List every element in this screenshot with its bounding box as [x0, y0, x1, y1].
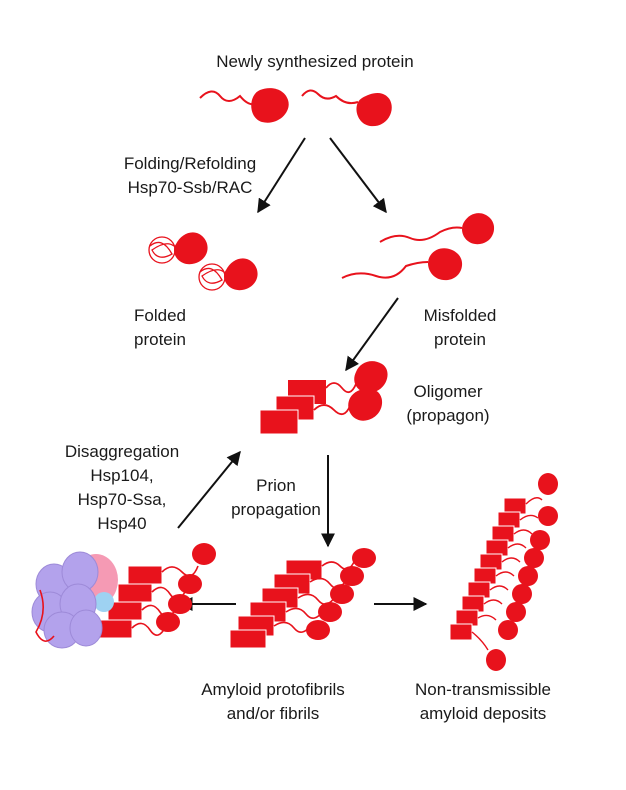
title-text: Newly synthesized protein	[216, 52, 414, 71]
disaggregation-line3: Hsp70-Ssa,	[77, 490, 167, 509]
misfolded-line1: Misfolded	[423, 306, 497, 325]
prion-line1: Prion	[256, 476, 296, 495]
oligomer-label: Oligomer (propagon)	[388, 380, 508, 428]
amyloid-deposits	[449, 473, 558, 671]
oligomer-line2: (propagon)	[406, 406, 490, 425]
disaggregation-line2: Hsp104,	[90, 466, 154, 485]
folded-line1: Folded	[134, 306, 186, 325]
misfolded-line2: protein	[434, 330, 486, 349]
prion-line2: propagation	[231, 500, 321, 519]
misfolded-protein-2	[341, 248, 463, 281]
amyloid-line1: Amyloid protofibrils	[201, 680, 345, 699]
arrow-to-oligomer	[345, 297, 399, 372]
folding-line1: Folding/Refolding	[123, 154, 257, 173]
oligomer-line1: Oligomer	[413, 382, 483, 401]
folded-protein-1	[148, 232, 208, 265]
prion-label: Prion propagation	[226, 474, 326, 522]
disaggregation-line4: Hsp40	[97, 514, 147, 533]
nascent-protein-right	[301, 89, 392, 127]
disaggregation-line1: Disaggregation	[64, 442, 180, 461]
chaperone-complex	[31, 543, 216, 649]
folded-line2: protein	[134, 330, 186, 349]
arrow-to-misfolded	[329, 137, 387, 214]
title-label: Newly synthesized protein	[180, 50, 450, 74]
amyloid-label: Amyloid protofibrils and/or fibrils	[168, 678, 378, 726]
folded-label: Folded protein	[110, 304, 210, 352]
deposits-line2: amyloid deposits	[419, 704, 547, 723]
folding-label: Folding/Refolding Hsp70-Ssb/RAC	[90, 152, 290, 200]
oligomer-cluster	[259, 361, 388, 435]
deposits-line1: Non-transmissible	[414, 680, 552, 699]
misfolded-protein-1	[379, 213, 495, 245]
disaggregation-label: Disaggregation Hsp104, Hsp70-Ssa, Hsp40	[52, 440, 192, 536]
amyloid-protofibrils	[229, 548, 376, 649]
misfolded-label: Misfolded protein	[400, 304, 520, 352]
nascent-protein-left	[199, 88, 289, 123]
deposits-label: Non-transmissible amyloid deposits	[388, 678, 578, 726]
folding-line2: Hsp70-Ssb/RAC	[127, 178, 253, 197]
folded-protein-2	[198, 258, 258, 291]
amyloid-line2: and/or fibrils	[226, 704, 320, 723]
arrow-to-folded	[257, 137, 306, 214]
arrow-disaggregation	[177, 450, 241, 529]
